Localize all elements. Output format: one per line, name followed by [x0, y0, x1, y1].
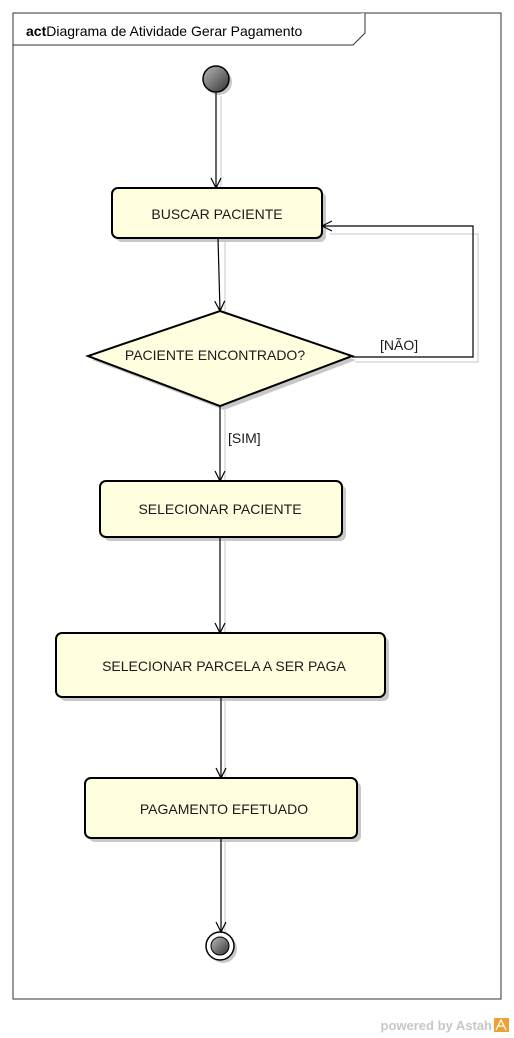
action-selecionar-parcela: SELECIONAR PARCELA A SER PAGA: [55, 632, 389, 701]
action-buscar-paciente: BUSCAR PACIENTE: [111, 187, 326, 242]
action-selecionar-parcela-label: SELECIONAR PARCELA A SER PAGA: [102, 658, 346, 674]
action-buscar-paciente-label: BUSCAR PACIENTE: [151, 206, 282, 222]
diagram-frame: actDiagrama de Atividade Gerar Pagamento: [12, 12, 502, 1000]
action-selecionar-paciente-label: SELECIONAR PACIENTE: [138, 501, 301, 517]
final-node: [205, 931, 237, 963]
flow-buscar-to-decision: [218, 237, 220, 311]
frame-title: Diagrama de Atividade Gerar Pagamento: [46, 23, 302, 39]
guard-nao: [NÃO]: [380, 337, 418, 353]
connectors: [216, 93, 474, 932]
astah-logo-icon: [494, 1018, 509, 1032]
connector-shadows: [220, 96, 479, 935]
svg-text:actDiagrama de Atividade Gerar: actDiagrama de Atividade Gerar Pagamento: [26, 23, 302, 39]
initial-node: [202, 65, 232, 95]
action-pagamento-efetuado-label: PAGAMENTO EFETUADO: [140, 801, 308, 817]
guard-sim: [SIM]: [228, 430, 261, 446]
frame-keyword: act: [26, 23, 47, 39]
astah-watermark: powered by Astah: [381, 1018, 509, 1033]
flow-decision-nao-loop: [322, 226, 474, 358]
action-pagamento-efetuado: PAGAMENTO EFETUADO: [84, 777, 361, 842]
decision-label: PACIENTE ENCONTRADO?: [125, 347, 305, 363]
watermark-text: powered by Astah: [381, 1018, 493, 1033]
action-selecionar-paciente: SELECIONAR PACIENTE: [99, 480, 346, 541]
decision-paciente-encontrado: PACIENTE ENCONTRADO?: [85, 309, 356, 410]
